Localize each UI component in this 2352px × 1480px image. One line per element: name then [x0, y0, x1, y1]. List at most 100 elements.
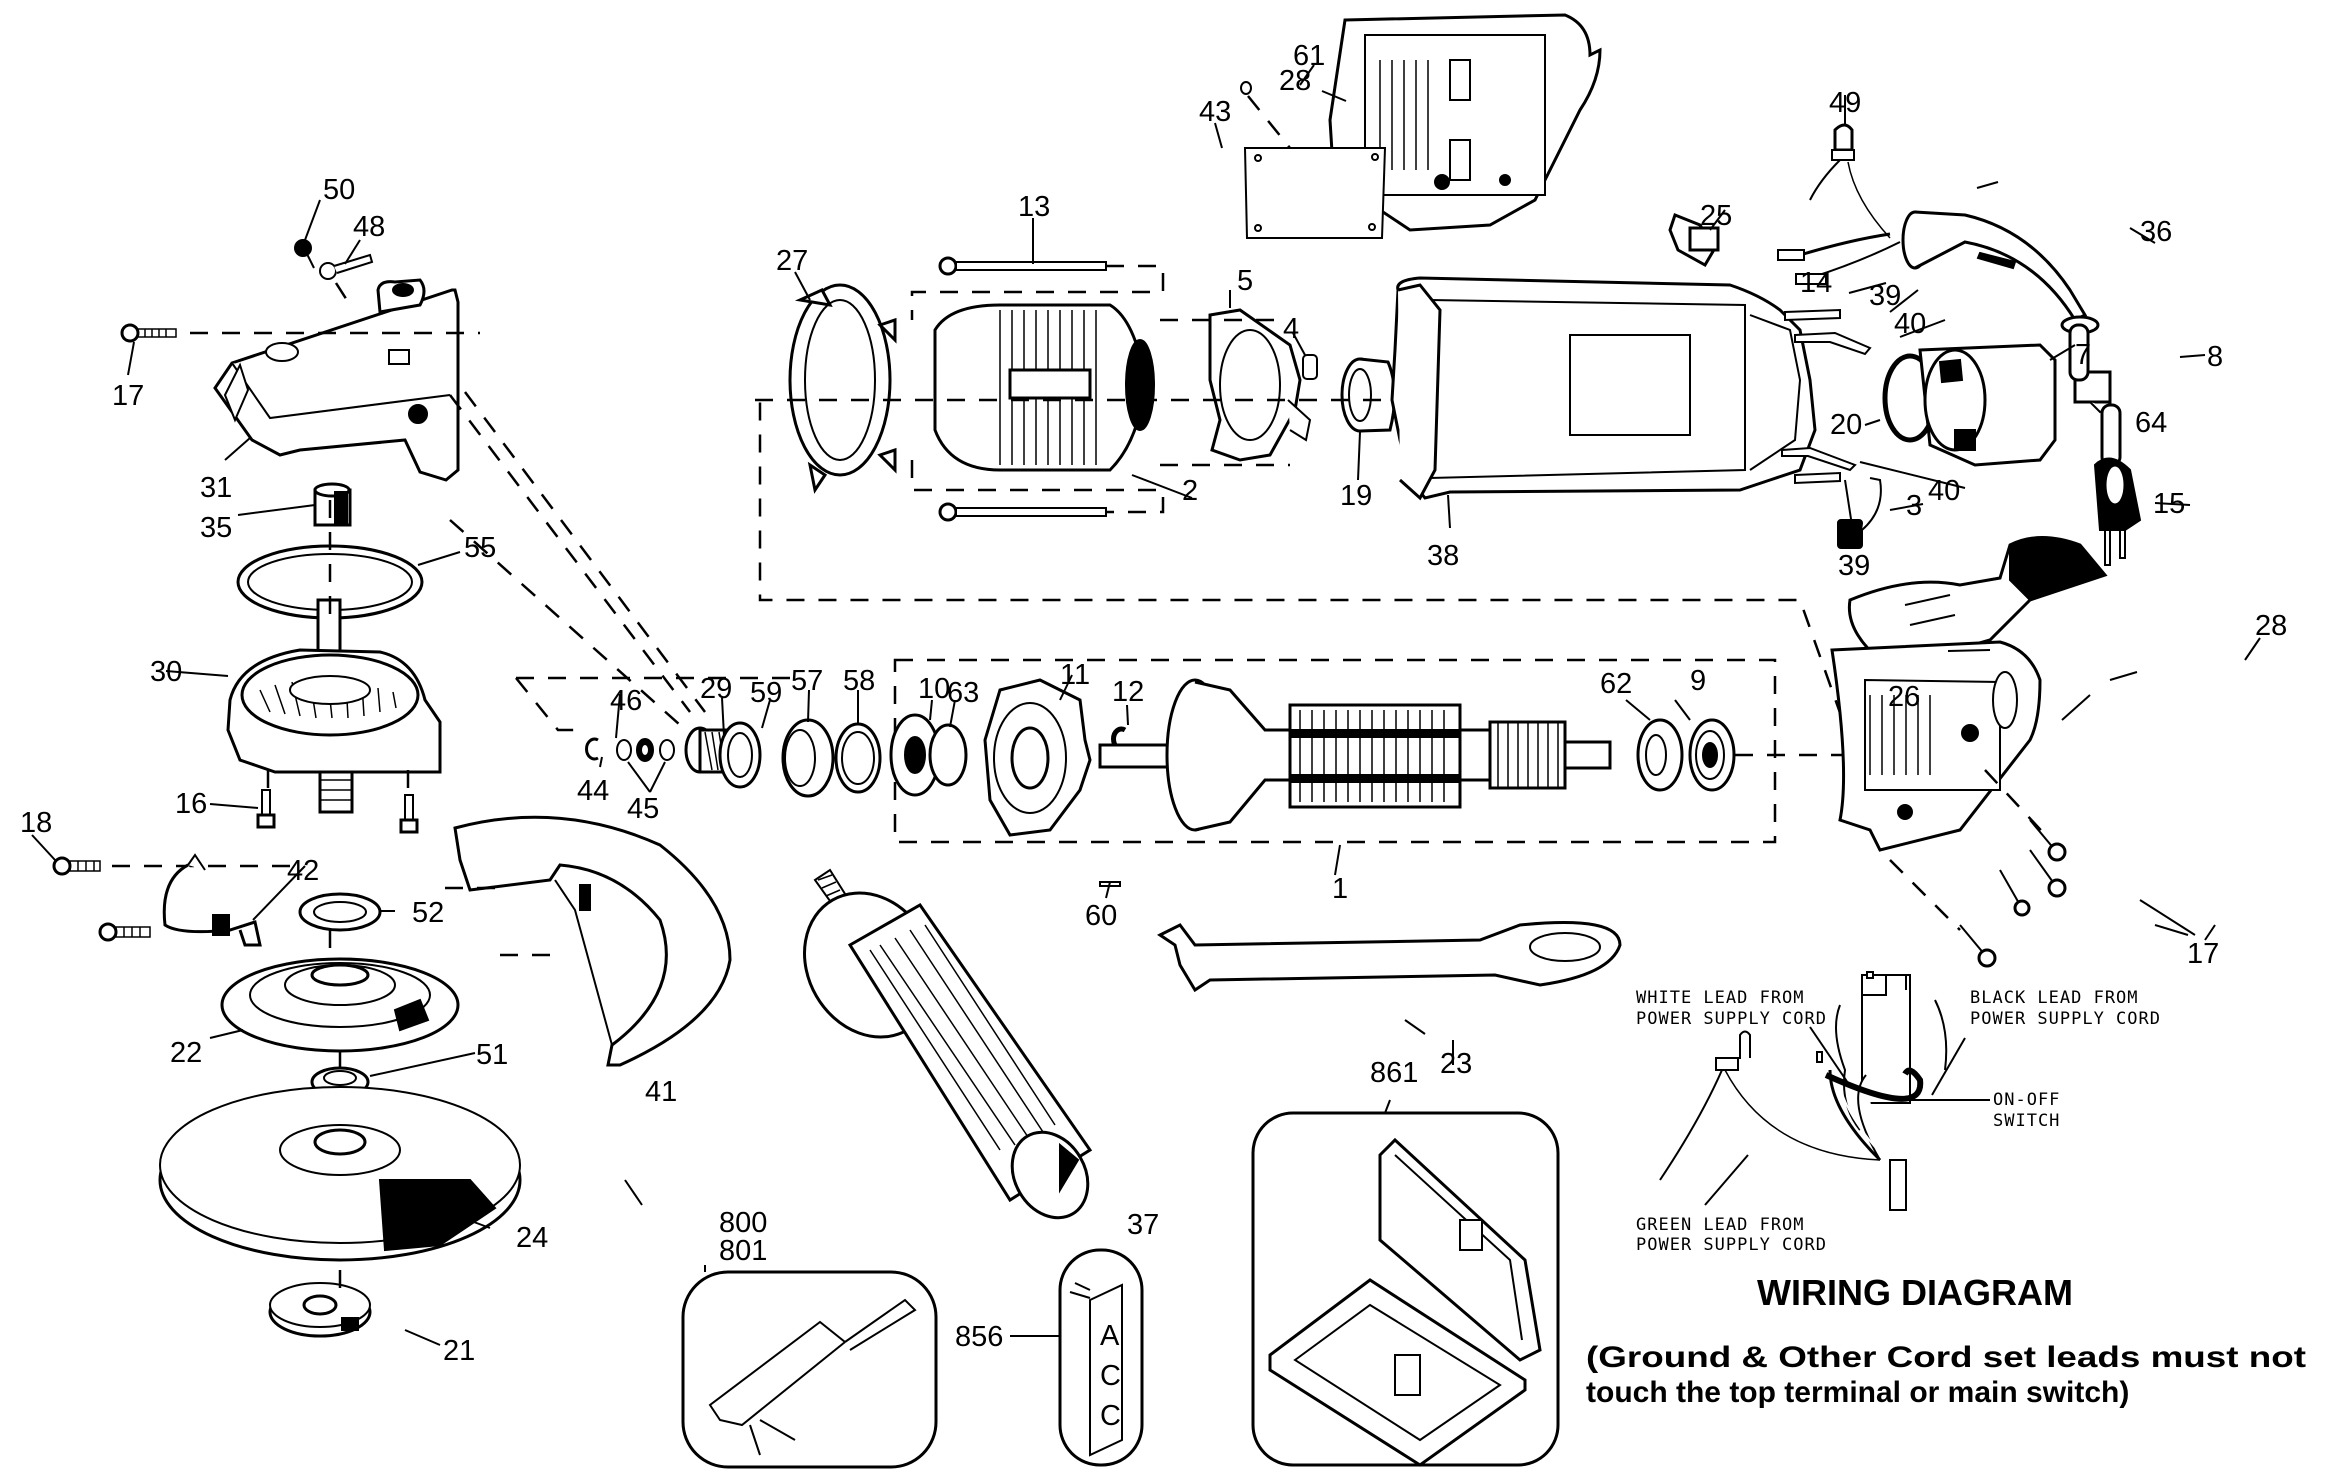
- green-lead-label-line1: GREEN LEAD FROM: [1636, 1215, 1805, 1235]
- wiring-diagram: [1659, 971, 1990, 1211]
- callout-8: 8: [2207, 341, 2223, 373]
- callout-44: 44: [577, 775, 609, 807]
- callout-9: 9: [1690, 665, 1706, 697]
- callout-49: 49: [1829, 87, 1861, 119]
- screw-61: [1240, 81, 1252, 95]
- bearing-19: [1340, 357, 1397, 433]
- callout-58: 58: [843, 665, 875, 697]
- clamp-nut-21: [268, 1282, 372, 1338]
- tag-letter-c2: C: [1100, 1400, 1121, 1432]
- terminal-39-bottom: [1794, 471, 1841, 485]
- screw-50: [294, 239, 315, 269]
- washer-58: [834, 722, 882, 794]
- cord-set-36: [1777, 210, 2100, 382]
- strain-relief-25: [1668, 213, 1720, 268]
- switch-label-line1: ON-OFF: [1993, 1090, 2060, 1110]
- field-stator-2: [933, 303, 1155, 472]
- washer-45a: [616, 739, 632, 761]
- callout-40-top: 40: [1894, 308, 1926, 340]
- callout-4: 4: [1283, 313, 1299, 345]
- carrying-case-861: [1251, 1111, 1560, 1467]
- housing-cover-28-bottom: [1830, 640, 2042, 852]
- callout-39-bottom: 39: [1838, 550, 1870, 582]
- black-lead-label-line2: POWER SUPPLY CORD: [1970, 1009, 2161, 1029]
- baffle-27: [788, 283, 897, 494]
- through-bolt-13-bottom: [938, 502, 1107, 522]
- callout-3: 3: [1906, 490, 1922, 522]
- callout-43: 43: [1199, 96, 1231, 128]
- callout-861: 861: [1370, 1057, 1418, 1089]
- bearing-57: [781, 718, 835, 798]
- callout-856: 856: [955, 1321, 1003, 1353]
- bearing-retainer-63: [928, 723, 968, 787]
- bearing-9: [1688, 718, 1736, 792]
- callout-18: 18: [20, 807, 52, 839]
- washer-45b: [659, 739, 675, 761]
- carbon-brush-3: [1837, 477, 1882, 549]
- motor-housing-38: [1390, 276, 1817, 501]
- callout-36: 36: [2140, 216, 2172, 248]
- indicator-49: [1809, 123, 1891, 239]
- callout-7: 7: [2075, 339, 2091, 371]
- callout-22: 22: [170, 1037, 202, 1069]
- wiring-note-line1: (Ground & Other Cord set leads must not: [1586, 1341, 2306, 1374]
- callout-41: 41: [645, 1076, 677, 1108]
- callout-64: 64: [2135, 407, 2167, 439]
- terminal-40-top: [1794, 331, 1872, 356]
- nameplate-43: [1243, 147, 1387, 239]
- callout-13: 13: [1018, 191, 1050, 223]
- housing-cover-28-top: [1328, 13, 1602, 232]
- callout-57: 57: [791, 665, 823, 697]
- callout-27: 27: [776, 245, 808, 277]
- spindle-gear-assembly-30: [226, 598, 442, 814]
- callout-23: 23: [1440, 1048, 1472, 1080]
- callout-20: 20: [1830, 409, 1862, 441]
- screw-18: [52, 856, 101, 876]
- callout-52: 52: [412, 897, 444, 929]
- callout-51: 51: [476, 1039, 508, 1071]
- washer-46: [636, 738, 654, 762]
- callout-29: 29: [700, 673, 732, 705]
- guard-clamp-42: [162, 853, 262, 947]
- screw-lower-clamp: [98, 922, 151, 942]
- leader-lines: [31, 64, 2261, 1346]
- callout-12: 12: [1112, 676, 1144, 708]
- spanner-wrench-23: [1157, 921, 1622, 993]
- bearing-35: [313, 482, 352, 527]
- switch-label-line2: SWITCH: [1993, 1111, 2060, 1131]
- callout-26: 26: [1888, 681, 1920, 713]
- retaining-ring-44: [585, 737, 599, 761]
- callout-801: 801: [719, 1235, 767, 1267]
- callout-55: 55: [464, 532, 496, 564]
- callout-15: 15: [2153, 488, 2185, 520]
- callout-50: 50: [323, 174, 355, 206]
- callout-17-right: 17: [2187, 938, 2219, 970]
- wheel-guard-41: [453, 815, 732, 1067]
- screw-17-top: [120, 323, 177, 343]
- bearing-10: [889, 713, 941, 797]
- terminal-39-top: [1784, 308, 1841, 322]
- bearing-sleeve-62: [1636, 718, 1684, 792]
- screw-16-left: [256, 789, 276, 829]
- wiring-note-line2: touch the top terminal or main switch): [1586, 1376, 2129, 1409]
- through-bolt-13-top: [938, 256, 1107, 276]
- bearing-59: [718, 721, 762, 789]
- callout-800: 800: [719, 1207, 767, 1239]
- terminal-40-bottom: [1781, 446, 1857, 472]
- grinding-wheel-24: [158, 1086, 522, 1262]
- callout-31: 31: [200, 472, 232, 504]
- switch-lever-26: [1847, 536, 2108, 662]
- callout-35: 35: [200, 512, 232, 544]
- callout-14: 14: [1800, 267, 1832, 299]
- callout-61: 61: [1293, 40, 1325, 72]
- ring-terminal-48: [319, 253, 374, 280]
- switch-housing-7: [1918, 343, 2057, 467]
- callout-40-bottom: 40: [1928, 475, 1960, 507]
- callout-59: 59: [750, 677, 782, 709]
- callout-10: 10: [918, 673, 950, 705]
- callout-39-top: 39: [1869, 280, 1901, 312]
- callout-48: 48: [353, 211, 385, 243]
- green-lead-label-line2: POWER SUPPLY CORD: [1636, 1235, 1827, 1255]
- callout-38: 38: [1427, 540, 1459, 572]
